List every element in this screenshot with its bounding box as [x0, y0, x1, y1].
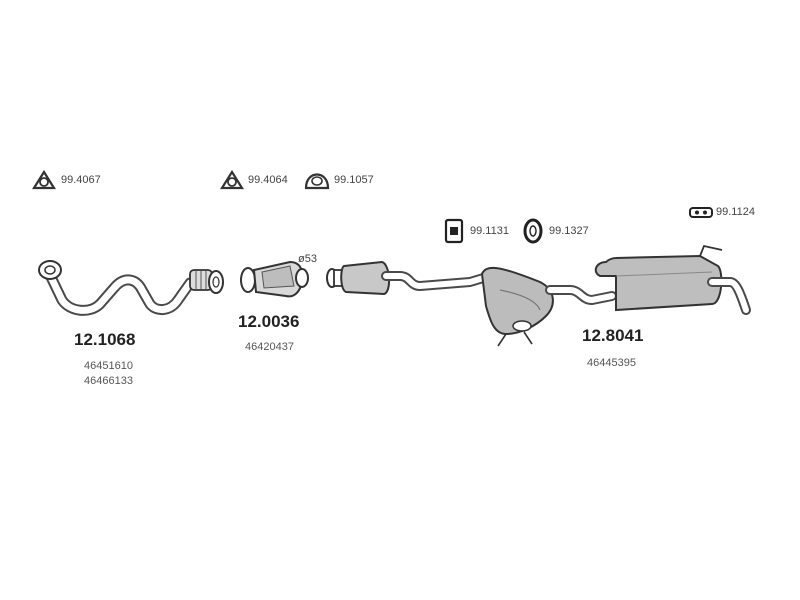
- mount-number: 99.1124: [716, 206, 755, 218]
- gasket-1-number: 99.4067: [61, 174, 101, 186]
- catalyst-part-number: 12.0036: [238, 312, 300, 331]
- front-pipe-part-number: 12.1068: [74, 330, 136, 349]
- rubber-ring-number: 99.1327: [549, 225, 589, 237]
- oem-number: 46451610: [84, 360, 133, 372]
- gasket-icon-1: [32, 169, 56, 190]
- rubber-ring-icon: [523, 218, 543, 244]
- rear-system-part-number: 12.8041: [582, 326, 644, 345]
- front-pipe-drawing: [38, 260, 224, 316]
- clamp-icon: [304, 173, 330, 190]
- rear-system-oem-number: 46445395: [587, 357, 636, 369]
- clamp-number: 99.1057: [334, 174, 374, 186]
- catalyst-diameter: ø53: [298, 253, 317, 265]
- hanger-number: 99.1131: [470, 225, 509, 237]
- front-pipe-oem-numbers: 46451610 46466133: [84, 359, 133, 389]
- gasket-icon-2: [220, 169, 244, 190]
- catalyst-oem-number: 46420437: [245, 341, 294, 353]
- oem-number: 46466133: [84, 375, 133, 387]
- catalyst-drawing: [240, 260, 309, 298]
- gasket-2-number: 99.4064: [248, 174, 288, 186]
- rear-system-drawing: [326, 244, 751, 347]
- hanger-icon: [444, 218, 464, 244]
- mount-icon: [689, 207, 713, 218]
